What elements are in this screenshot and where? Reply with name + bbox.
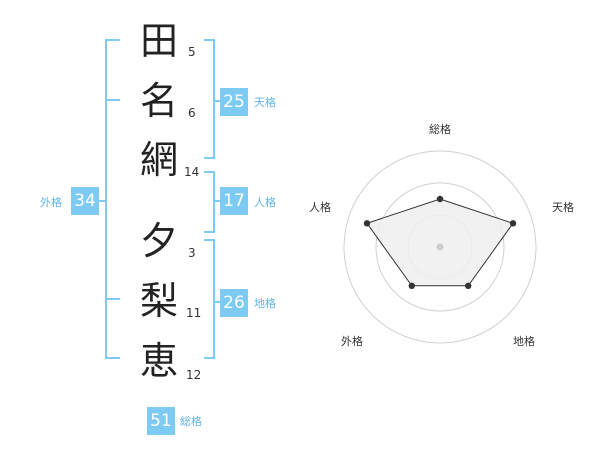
soukaku-value: 51 [147,407,175,435]
tenkaku-bracket [204,39,215,159]
name-char-5: 梨 [139,279,178,323]
radar-grid-ring [375,182,505,312]
tenkaku-label: 天格 [254,96,276,109]
name-char-6: 恵 [139,339,178,383]
stroke-count-1: 5 [188,45,196,59]
chikaku-bracket [204,239,215,359]
stroke-count-3: 14 [184,165,200,179]
name-char-1: 田 [139,19,178,63]
radar-grid-ring [343,150,537,344]
radar-center-dot [436,243,444,251]
soukaku-label: 総格 [180,415,202,428]
stroke-count-5: 11 [186,306,202,320]
name-char-4: 夕 [139,219,178,263]
stroke-count-4: 3 [188,246,196,260]
radar-point-4 [408,282,415,289]
stroke-count-6: 12 [186,368,202,382]
tenkaku-value: 25 [220,88,248,116]
chikaku-label: 地格 [254,297,276,310]
chikaku-value: 26 [220,289,248,317]
radar-axis-label-jinkaku: 人格 [309,201,331,214]
gaikaku-value: 34 [71,187,99,215]
name-char-2: 名 [139,79,178,123]
radar-point-2 [509,220,517,227]
jinkaku-label: 人格 [254,196,276,209]
radar-point-3 [465,282,472,289]
radar-axis-label-chikaku: 地格 [513,335,535,348]
radar-axis-label-tenkaku: 天格 [552,201,574,214]
radar-series-polygon [366,198,514,287]
gaikaku-bracket [105,39,120,359]
jinkaku-value: 17 [220,187,248,215]
name-char-3: 網 [139,138,178,182]
stroke-count-2: 6 [188,106,196,120]
radar-point-5 [363,220,371,227]
radar-point-1 [436,195,444,203]
radar-axis-label-gaikaku: 外格 [341,335,363,348]
radar-axis-label-soukaku: 総格 [429,123,451,136]
gaikaku-label: 外格 [40,196,62,209]
